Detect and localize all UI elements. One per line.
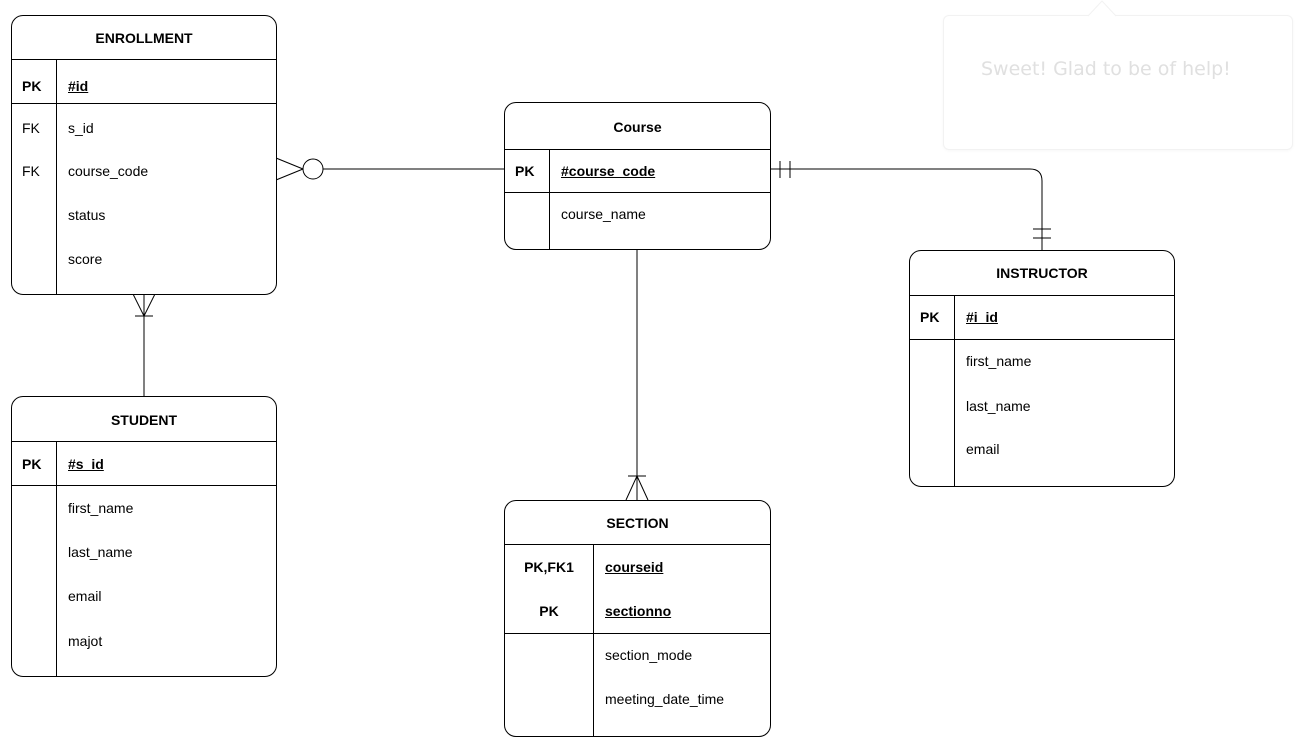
pk-field: #id [68, 78, 89, 94]
divider [56, 59, 57, 294]
divider [12, 103, 276, 104]
field: s_id [68, 120, 94, 136]
field: first_name [68, 500, 134, 516]
entity-title: ENROLLMENT [95, 30, 193, 46]
field: course_code [68, 163, 149, 179]
divider [954, 295, 955, 486]
divider [12, 441, 276, 442]
rel-enrollment-course [275, 157, 505, 181]
field: status [68, 207, 106, 223]
entity-section[interactable]: SECTION PK,FK1 courseid PK sectionno sec… [504, 500, 771, 737]
entity-course[interactable]: Course PK #course_code course_name [504, 102, 771, 250]
pk-key: PK [920, 309, 940, 325]
field: last_name [68, 544, 133, 560]
pk-key: PK [515, 163, 535, 179]
field: meeting_date_time [605, 691, 725, 707]
field: last_name [966, 398, 1031, 414]
divider [505, 633, 770, 634]
rel-course-instructor [770, 161, 1051, 250]
divider [56, 441, 57, 676]
field: section_mode [605, 647, 693, 663]
pk-field: #i_id [966, 309, 998, 325]
divider [12, 59, 276, 60]
pk-key: PK [539, 603, 559, 619]
rel-enrollment-student [132, 293, 156, 396]
pk-key: PK,FK1 [524, 559, 574, 575]
field: email [966, 441, 1000, 457]
entity-title: INSTRUCTOR [996, 265, 1088, 281]
entity-instructor[interactable]: INSTRUCTOR PK #i_id first_name last_name… [909, 250, 1175, 487]
divider [910, 295, 1174, 296]
divider [593, 544, 594, 736]
tooltip-arrow-icon [1088, 0, 1117, 17]
tooltip-text: Sweet! Glad to be of help! [981, 58, 1231, 80]
entity-title: Course [613, 119, 662, 135]
pk-key: PK [22, 78, 42, 94]
pk-field: sectionno [605, 603, 672, 619]
divider [12, 485, 276, 486]
pk-key: PK [22, 456, 42, 472]
entity-title: STUDENT [110, 412, 178, 428]
entity-enrollment[interactable]: ENROLLMENT PK #id FK s_id FK course_code… [11, 15, 277, 295]
field: course_name [561, 206, 646, 222]
pk-field: courseid [605, 559, 664, 575]
field: first_name [966, 353, 1032, 369]
divider [910, 339, 1174, 340]
fk-key: FK [22, 163, 40, 179]
fk-key: FK [22, 120, 40, 136]
rel-course-section [625, 249, 649, 501]
field: score [68, 251, 103, 267]
divider [505, 149, 770, 150]
divider [505, 544, 770, 545]
feedback-tooltip: Sweet! Glad to be of help! [943, 15, 1293, 150]
pk-field: #course_code [561, 163, 656, 179]
entity-student[interactable]: STUDENT PK #s_id first_name last_name em… [11, 396, 277, 677]
field: majot [68, 633, 103, 649]
divider [549, 149, 550, 249]
pk-field: #s_id [68, 456, 104, 472]
divider [505, 192, 770, 193]
entity-title: SECTION [606, 515, 669, 531]
field: email [68, 588, 102, 604]
